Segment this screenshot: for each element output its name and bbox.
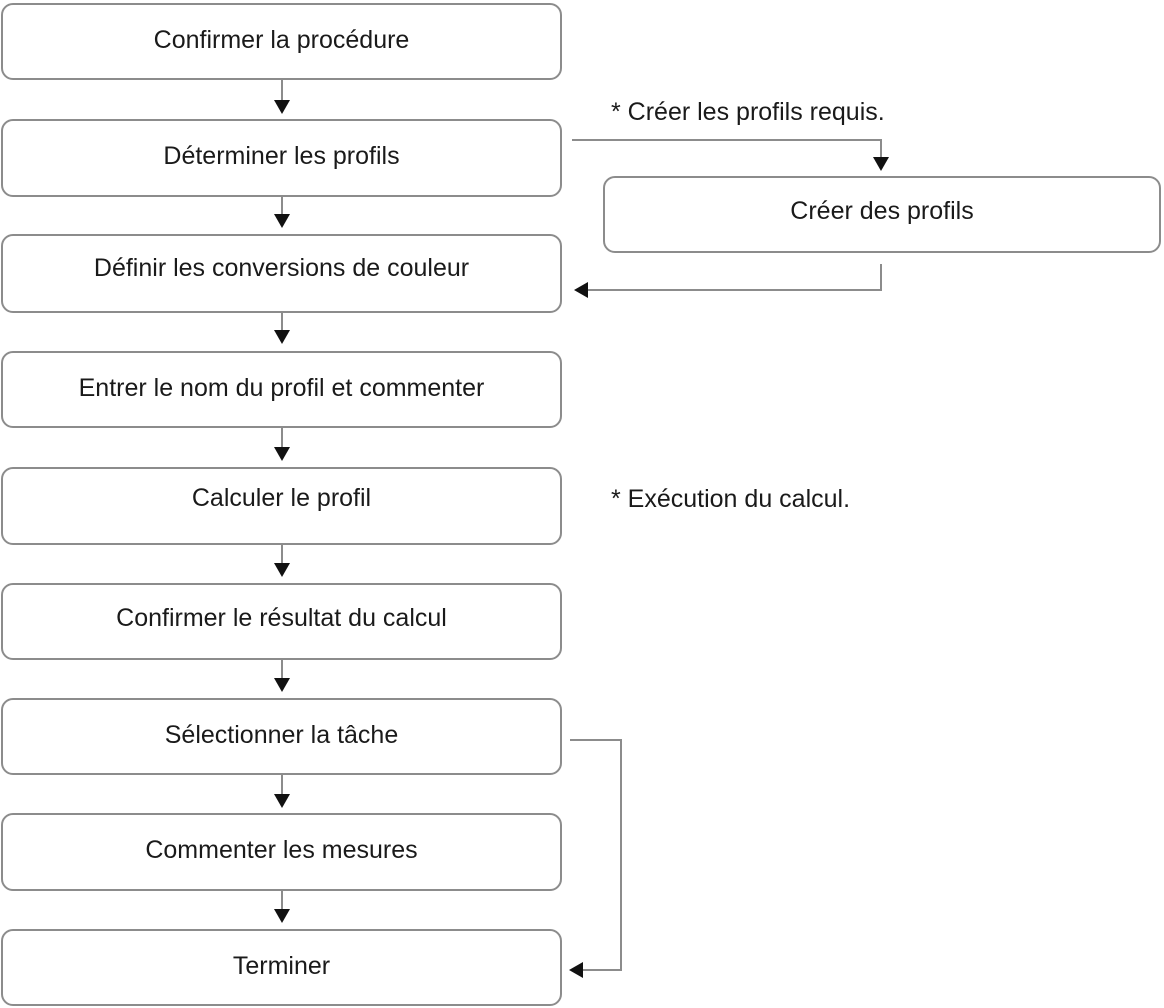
step-label: Calculer le profil xyxy=(191,483,372,512)
arrow-select-to-finish xyxy=(569,739,622,978)
step-finish: Terminer xyxy=(1,929,562,1006)
step-enter-name: Entrer le nom du profil et commenter xyxy=(1,351,562,428)
arrow-select-to-comment xyxy=(274,775,290,808)
step-label: Confirmer le résultat du calcul xyxy=(116,604,447,632)
side-step-create-profiles: Créer des profils xyxy=(603,176,1161,253)
step-label: Terminer xyxy=(232,951,331,980)
step-confirm-procedure: Confirmer la procédure xyxy=(1,3,562,80)
step-determine-profiles: Déterminer les profils xyxy=(1,119,562,197)
step-label: Définir les conversions de couleur xyxy=(93,254,470,282)
arrow-confirm-to-determine xyxy=(274,80,290,114)
step-select-task: Sélectionner la tâche xyxy=(1,698,562,775)
arrow-enter-to-calculate xyxy=(274,428,290,461)
arrow-define-to-enter xyxy=(274,313,290,344)
step-label: Entrer le nom du profil et commenter xyxy=(78,374,485,402)
step-comment-measures: Commenter les mesures xyxy=(1,813,562,891)
arrow-determine-to-create xyxy=(572,139,889,171)
arrow-comment-to-finish xyxy=(274,891,290,923)
arrow-calculate-to-confirm xyxy=(274,545,290,577)
note-create-required: * Créer les profils requis. xyxy=(611,98,885,126)
note-calc-execution: * Exécution du calcul. xyxy=(611,485,851,513)
step-label: Créer des profils xyxy=(790,197,974,225)
arrow-determine-to-define xyxy=(274,197,290,228)
step-calculate-profile: Calculer le profil xyxy=(1,467,562,545)
arrow-confirm-to-select xyxy=(274,660,290,692)
step-label: Sélectionner la tâche xyxy=(164,720,399,749)
step-label: Commenter les mesures xyxy=(145,836,418,864)
step-confirm-result: Confirmer le résultat du calcul xyxy=(1,583,562,660)
step-define-conversions: Définir les conversions de couleur xyxy=(1,234,562,313)
step-label: Déterminer les profils xyxy=(163,141,400,170)
step-label: Confirmer la procédure xyxy=(153,26,410,54)
arrow-create-to-define xyxy=(574,264,882,298)
